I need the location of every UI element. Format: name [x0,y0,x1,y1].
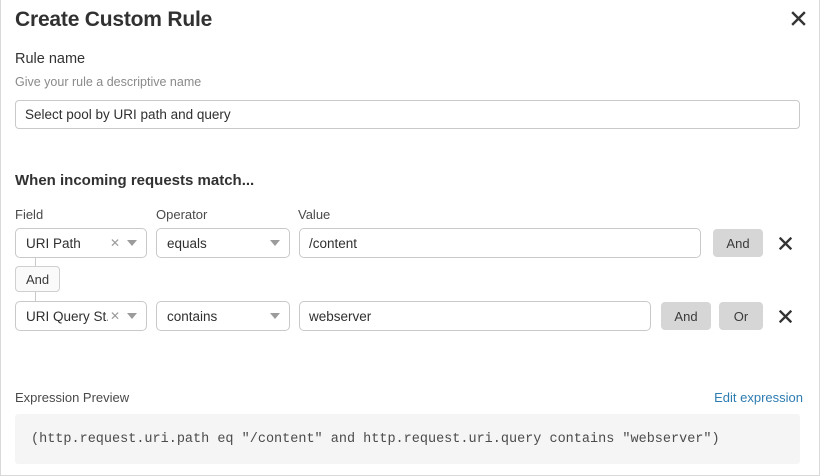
match-section-heading: When incoming requests match... [15,172,255,189]
column-header-field: Field [15,207,44,222]
expression-preview-text: (http.request.uri.path eq "/content" and… [31,431,720,447]
column-header-value: Value [298,207,331,222]
delete-x-icon [778,309,792,323]
chevron-down-icon[interactable] [124,240,140,246]
and-button-1[interactable]: And [661,302,711,330]
rule-name-hint: Give your rule a descriptive name [15,75,202,89]
column-header-operator: Operator [156,207,208,222]
rule-name-label: Rule name [15,51,86,67]
and-button-0[interactable]: And [713,229,763,257]
operator-select-value-0: equals [167,235,207,251]
close-button[interactable] [786,6,810,30]
delete-condition-button-1[interactable] [775,301,795,331]
operator-select-value-1: contains [167,308,218,324]
expression-preview-box: (http.request.uri.path eq "/content" and… [15,414,800,464]
delete-x-icon [778,236,792,250]
value-input-1[interactable] [299,301,651,331]
expression-preview-label: Expression Preview [15,390,130,405]
condition-row: URI Path ✕ equals And [1,228,819,258]
chevron-down-icon[interactable] [267,313,283,319]
chevron-down-icon[interactable] [267,240,283,246]
condition-row: URI Query St... ✕ contains And Or [1,301,819,331]
condition-connector: And [1,258,201,302]
delete-condition-button-0[interactable] [775,228,795,258]
connector-line-top [35,258,36,266]
field-select-0[interactable]: URI Path ✕ [15,228,147,258]
clear-x-icon[interactable]: ✕ [109,236,121,250]
connector-line-bottom [35,292,36,301]
operator-select-1[interactable]: contains [156,301,290,331]
field-select-value-1: URI Query St... [26,308,108,324]
clear-x-icon[interactable]: ✕ [109,309,121,323]
edit-expression-link[interactable]: Edit expression [714,390,803,405]
page-title: Create Custom Rule [15,8,213,31]
close-icon [790,10,806,26]
or-button-1[interactable]: Or [719,302,763,330]
operator-select-0[interactable]: equals [156,228,290,258]
rule-name-input[interactable] [15,100,800,129]
value-input-0[interactable] [299,228,701,258]
field-select-value-0: URI Path [26,235,81,251]
chevron-down-icon[interactable] [124,313,140,319]
field-select-1[interactable]: URI Query St... ✕ [15,301,147,331]
connector-and-badge[interactable]: And [15,266,61,292]
